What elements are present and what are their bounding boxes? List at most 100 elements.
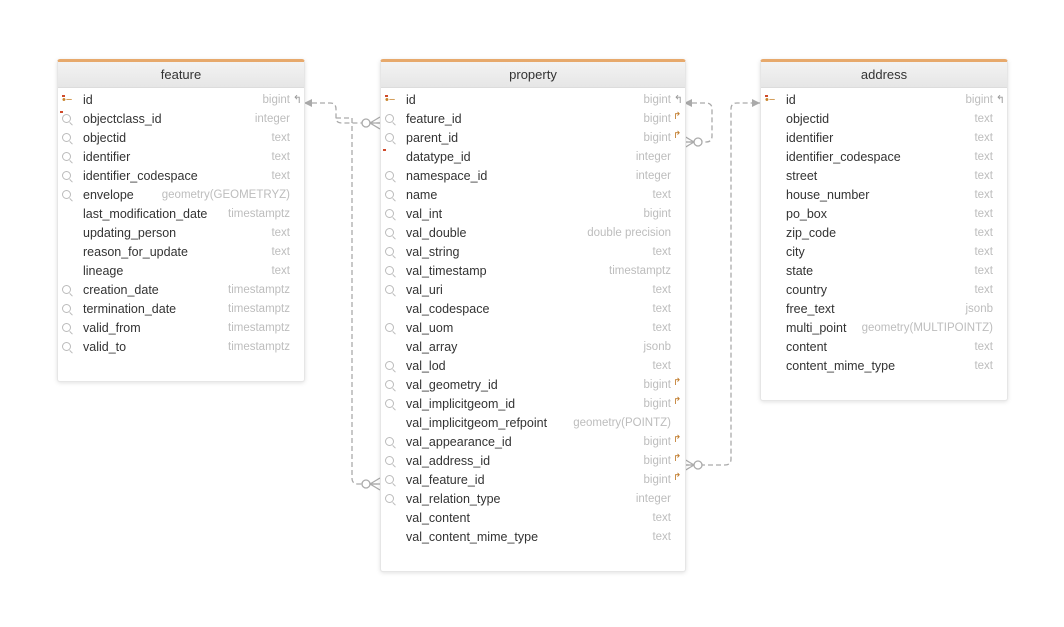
- column-name: val_geometry_id: [406, 378, 498, 392]
- column-type: text: [974, 113, 993, 125]
- column-type: text: [652, 246, 671, 258]
- arrowhead-icon: [752, 99, 760, 107]
- column-name: objectid: [786, 112, 830, 126]
- column-name: po_box: [786, 207, 828, 221]
- column-type: integer: [635, 170, 671, 182]
- column-type: bigint: [643, 113, 672, 125]
- column-name: identifier: [786, 131, 834, 145]
- column-list: idbigint↰feature_idbigint↱parent_idbigin…: [381, 88, 685, 547]
- rel-val-address-id-line: [684, 102, 760, 466]
- column-row[interactable]: objectid text: [761, 110, 1007, 129]
- column-type: bigint: [643, 474, 672, 486]
- index-search-icon: [385, 456, 394, 465]
- column-type: text: [652, 189, 671, 201]
- column-row[interactable]: reason_for_update text: [58, 243, 304, 262]
- table-title[interactable]: property: [381, 62, 685, 88]
- column-name: street: [786, 169, 818, 183]
- index-search-icon: [385, 266, 394, 275]
- column-type: timestamptz: [228, 208, 290, 220]
- column-name: valid_to: [83, 340, 127, 354]
- column-name: country: [786, 283, 827, 297]
- column-type: bigint: [643, 94, 672, 106]
- column-row[interactable]: val_content_mime_type text: [381, 528, 685, 547]
- table-title[interactable]: feature: [58, 62, 304, 88]
- table-title[interactable]: address: [761, 62, 1007, 88]
- column-name: free_text: [786, 302, 835, 316]
- column-name: val_address_id: [406, 454, 491, 468]
- column-name: val_uri: [406, 283, 443, 297]
- many-marker-icon: [683, 135, 703, 149]
- column-name: val_content_mime_type: [406, 530, 539, 544]
- table-address[interactable]: address idbigint↰objectidtextidentifiert…: [760, 59, 1008, 401]
- column-name: valid_from: [83, 321, 141, 335]
- column-type: text: [652, 531, 671, 543]
- reference-out-icon: ↱: [673, 377, 682, 388]
- column-type: bigint: [965, 94, 994, 106]
- column-name: feature_id: [406, 112, 462, 126]
- column-name: val_int: [406, 207, 443, 221]
- column-type: text: [271, 246, 290, 258]
- index-search-icon: [62, 114, 71, 123]
- column-type: text: [974, 360, 993, 372]
- index-search-icon: [385, 114, 394, 123]
- column-name: reason_for_update: [83, 245, 188, 259]
- index-search-icon: [385, 399, 394, 408]
- column-type: text: [974, 151, 993, 163]
- index-search-icon: [385, 171, 394, 180]
- index-search-icon: [62, 152, 71, 161]
- table-feature[interactable]: feature idbigint↰objectclass_idintegerob…: [57, 59, 305, 382]
- table-property[interactable]: property idbigint↰feature_idbigint↱paren…: [380, 59, 686, 572]
- column-name: val_content: [406, 511, 470, 525]
